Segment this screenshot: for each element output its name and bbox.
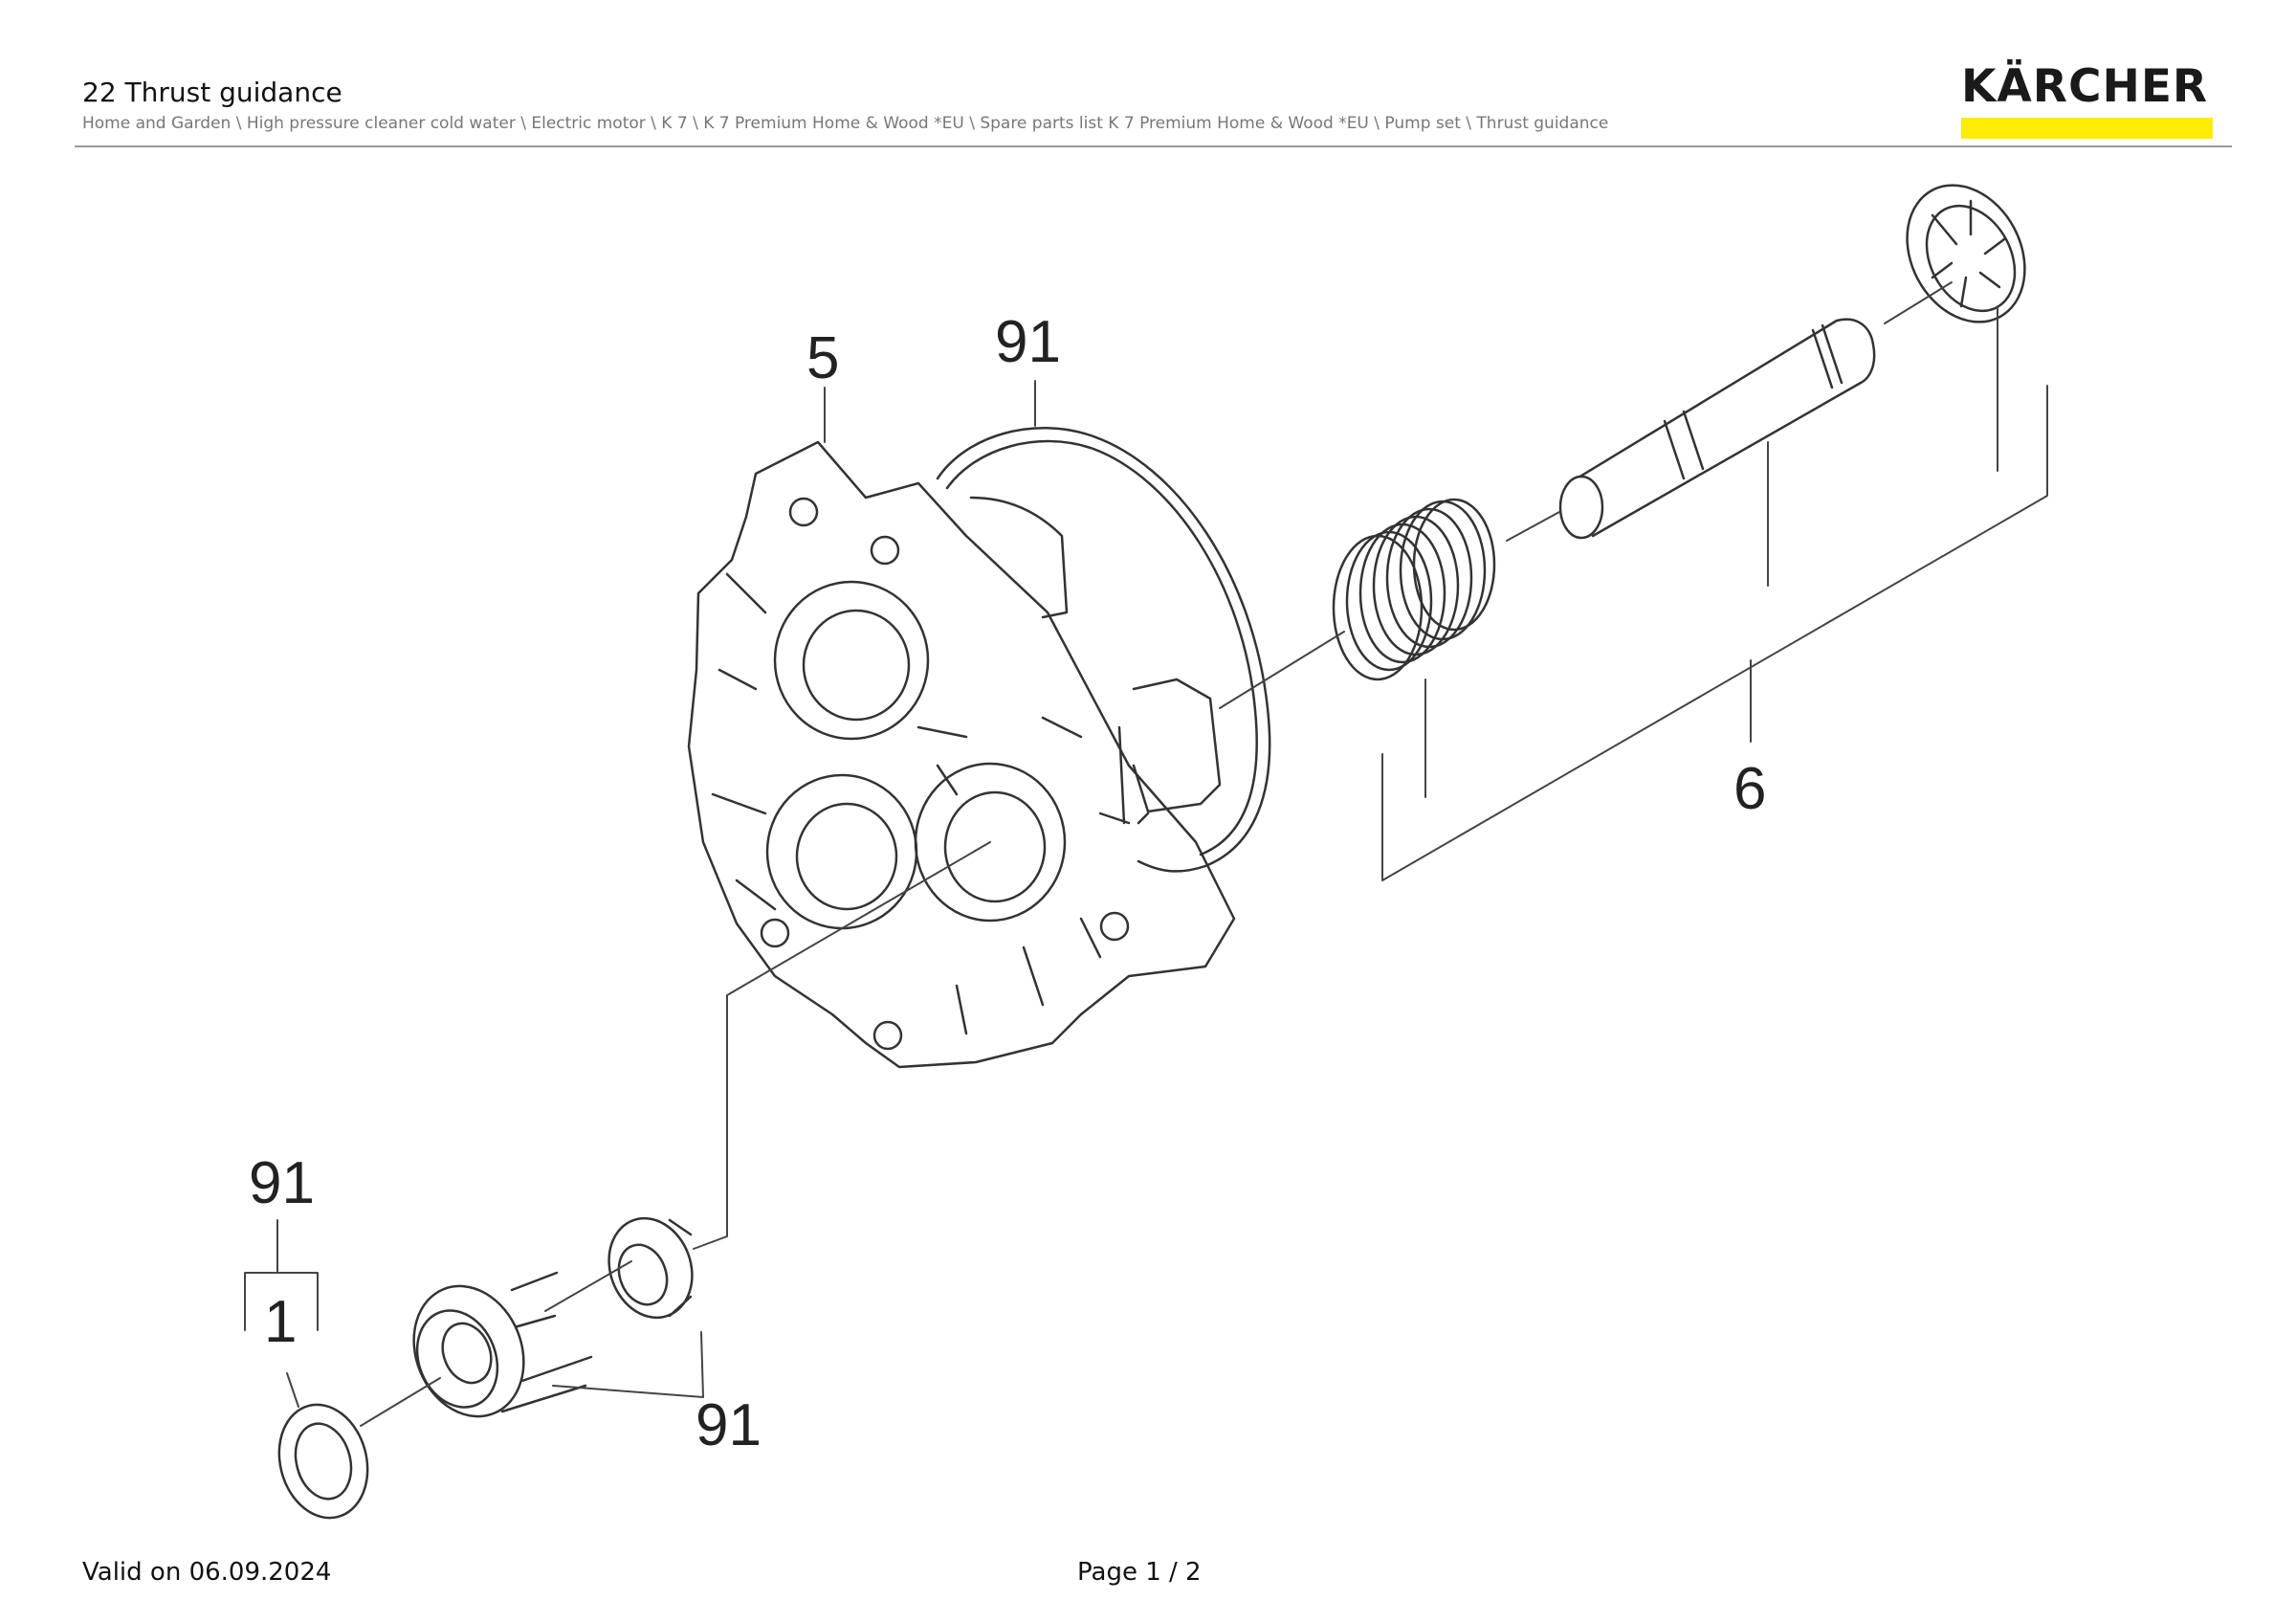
callout-piston-group: 6 — [1733, 756, 1766, 822]
logo-yellow-bar — [1961, 118, 2213, 139]
retainer-washer-part — [1906, 184, 2026, 323]
logo-wordmark: KÄRCHER — [1961, 60, 2209, 113]
header-divider — [75, 145, 2232, 147]
callout-housing: 5 — [806, 325, 839, 391]
page-title: 22 Thrust guidance — [82, 77, 342, 108]
seal-ring-part — [607, 1216, 694, 1320]
page-number: Page 1 / 2 — [1077, 1558, 1202, 1587]
valid-date: Valid on 06.09.2024 — [82, 1558, 332, 1587]
seal-holder-part — [412, 1271, 593, 1418]
karcher-logo: KÄRCHER — [1961, 63, 2215, 139]
callout-oring-top: 91 — [995, 309, 1061, 375]
callout-seals-bottom: 91 — [695, 1392, 762, 1458]
o-ring-large-part — [936, 427, 1271, 873]
spring-part — [1332, 498, 1496, 681]
callout-washer: 1 — [264, 1289, 297, 1355]
leader-lines — [244, 281, 2048, 1427]
breadcrumb: Home and Garden \ High pressure cleaner … — [82, 114, 1609, 133]
callout-seal-group: 91 — [249, 1150, 315, 1216]
pump-housing-part — [687, 440, 1236, 1069]
washer-part — [277, 1403, 369, 1520]
piston-part — [1558, 318, 1876, 540]
